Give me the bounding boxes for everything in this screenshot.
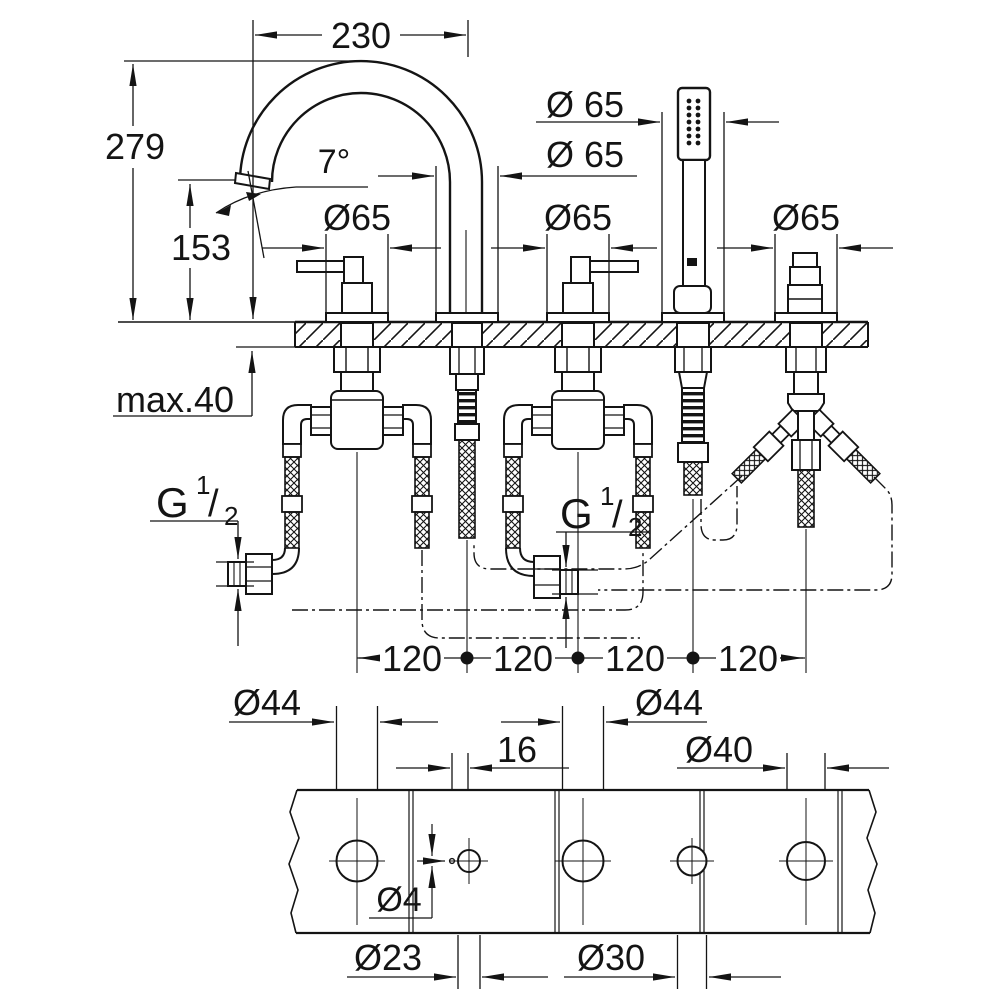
underdeck-spout [449,322,485,539]
dim-dia23 [347,935,548,989]
break-line-right [866,789,878,934]
dim-angle-label: 7° [318,143,351,181]
escutcheon-spout [435,312,499,323]
dim-153 [178,179,236,320]
dim-120-labels: 120 120 120 120 [380,638,780,679]
svg-text:/: / [208,483,219,525]
underdeck-handshower [674,322,712,496]
escutcheon-handle-left [325,312,389,323]
dim-230-label: 230 [331,15,391,56]
dim-dia23-label: Ø23 [354,937,422,978]
dim-dia30-label: Ø30 [577,937,645,978]
dim-dia30 [564,935,781,989]
svg-text:120: 120 [382,638,442,679]
supply-elbow-left [227,547,300,595]
dim-g12-left-label: G 1 / 2 [156,470,238,531]
svg-text:2: 2 [224,501,238,531]
dim-g12-left [150,520,254,646]
dim-16 [396,753,569,789]
dim-dia65-handle-left-label: Ø65 [323,197,391,238]
dim-dia65-spout-label: Ø 65 [546,134,624,175]
dim-g12-right [552,531,648,648]
dim-279 [124,60,368,320]
dim-dia65-handshower [536,112,779,312]
dim-153-label: 153 [171,227,231,268]
dim-230 [249,20,469,319]
handle-right [562,256,639,314]
dim-max40 [113,351,256,417]
dim-dia65-handle-right-label: Ø65 [544,197,612,238]
svg-text:1: 1 [196,470,210,500]
dim-279-label: 279 [105,126,165,167]
handle-left-lever [296,260,346,273]
svg-text:120: 120 [605,638,665,679]
dim-dia65-handle-left [262,234,441,312]
diverter [787,252,823,314]
dim-dia4-label: Ø4 [376,881,421,919]
dim-dia44-right [501,706,707,789]
break-line-left [288,789,300,934]
dim-dia65-diverter [717,234,893,312]
underdeck-diverter [728,322,884,528]
handshower-spray-face [686,98,701,146]
dim-angle-7deg [215,170,368,259]
escutcheon-handle-right [546,312,610,323]
dim-dia40-label: Ø40 [685,729,753,770]
dim-16-label: 16 [497,729,537,770]
handle-right-lever [589,260,639,273]
svg-text:G: G [156,479,189,526]
dim-dia44-left [229,706,438,789]
dim-dia44-left-label: Ø44 [233,682,301,723]
svg-text:1: 1 [600,481,614,511]
chain-lines [292,475,893,639]
plan-view [288,788,878,935]
deck-seams [408,791,843,932]
svg-text:/: / [612,494,623,536]
dim-dia44-right-label: Ø44 [635,682,703,723]
dim-dia65-handle-right [491,234,657,312]
dim-dia65-diverter-label: Ø65 [772,197,840,238]
escutcheon-diverter [774,312,838,323]
svg-text:2: 2 [628,512,642,542]
dim-g12-right-label: G 1 / 2 [560,481,642,542]
svg-text:120: 120 [718,638,778,679]
handshower [673,86,712,314]
svg-text:120: 120 [493,638,553,679]
handle-left [296,256,373,314]
dim-dia40 [677,753,889,789]
dim-dia65-spout [378,166,637,312]
hole-centerlines [329,798,833,925]
svg-text:G: G [560,490,593,537]
dim-dia65-handshower-label: Ø 65 [546,84,624,125]
dim-dia4 [369,824,445,919]
dim-max40-label: max.40 [116,379,234,420]
escutcheon-handshower [661,312,725,323]
